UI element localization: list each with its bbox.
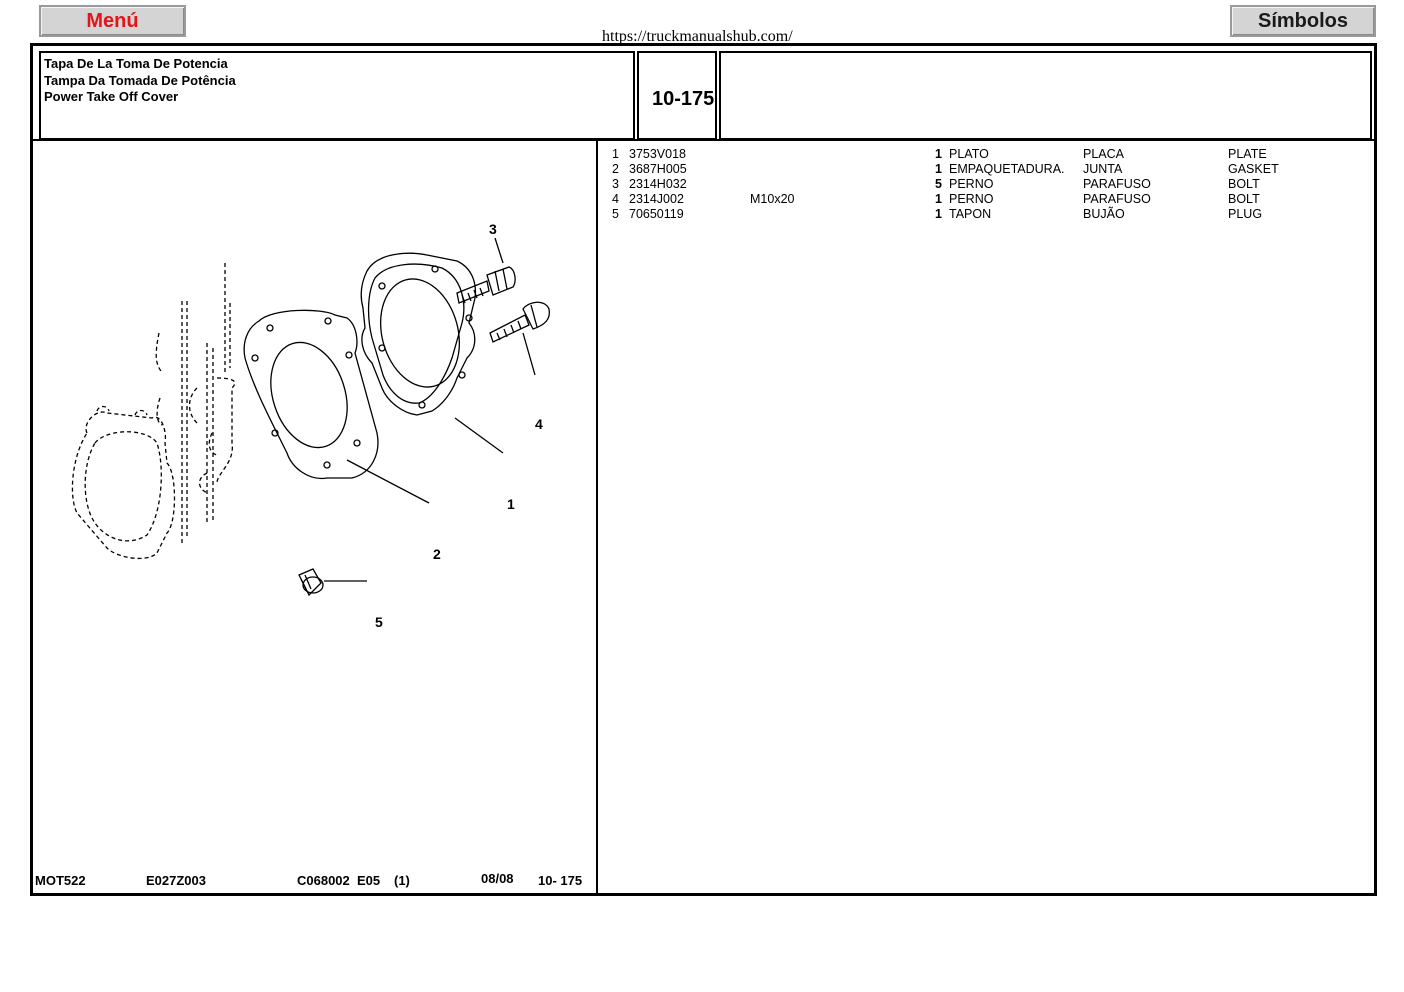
bolt-4-drawing	[489, 301, 551, 343]
part-number: 70650119	[629, 207, 684, 221]
desc-spanish: PLATO	[949, 147, 989, 161]
callout-2: 2	[433, 546, 441, 562]
quantity: 1	[935, 147, 942, 161]
plate-drawing	[360, 252, 477, 416]
page-number-box: 10-175	[637, 51, 717, 140]
callout-1: 1	[507, 496, 515, 512]
engine-housing-drawing	[71, 263, 236, 560]
desc-portuguese: PARAFUSO	[1083, 177, 1151, 191]
menu-button[interactable]: Menú	[39, 5, 186, 37]
quantity: 1	[935, 162, 942, 176]
table-row: 1 3753V018 1 PLATO PLACA PLATE	[612, 147, 1372, 162]
quantity: 1	[935, 207, 942, 221]
callout-5: 5	[375, 614, 383, 630]
header-blank-box	[719, 51, 1372, 140]
part-spec: M10x20	[750, 192, 795, 206]
page-number: 10-175	[652, 88, 715, 110]
title-english: Power Take Off Cover	[44, 89, 179, 104]
table-row: 5 70650119 1 TAPON BUJÃO PLUG	[612, 207, 1372, 222]
table-row: 4 2314J002 M10x20 1 PERNO PARAFUSO BOLT	[612, 192, 1372, 207]
desc-english: PLATE	[1228, 147, 1267, 161]
part-number: 3687H005	[629, 162, 687, 176]
catalog-code-3: (1)	[394, 873, 410, 888]
item-number: 1	[612, 147, 619, 161]
symbols-button[interactable]: Símbolos	[1230, 5, 1376, 37]
gasket-drawing	[243, 309, 379, 480]
item-number: 2	[612, 162, 619, 176]
catalog-code-2: C068002 E05	[297, 873, 381, 888]
exploded-parts-diagram: 3 4 1 2 5	[71, 221, 551, 630]
parts-list: 1 3753V018 1 PLATO PLACA PLATE 2 3687H00…	[612, 147, 1372, 222]
desc-english: BOLT	[1228, 192, 1260, 206]
desc-spanish: TAPON	[949, 207, 992, 221]
column-divider	[596, 139, 598, 893]
table-row: 2 3687H005 1 EMPAQUETADURA. JUNTA GASKET	[612, 162, 1372, 177]
header-divider	[33, 139, 1374, 141]
bolt-3-drawing	[456, 266, 516, 304]
callout-4: 4	[535, 416, 543, 432]
quantity: 1	[935, 192, 942, 206]
title-portuguese: Tampa Da Tomada De Potência	[44, 72, 236, 88]
footer-page: 10- 175	[538, 873, 583, 888]
desc-portuguese: PARAFUSO	[1083, 192, 1151, 206]
model-code: MOT522	[35, 873, 86, 888]
desc-spanish: PERNO	[949, 177, 994, 191]
item-number: 3	[612, 177, 619, 191]
source-url: https://truckmanualshub.com/	[602, 28, 793, 45]
quantity: 5	[935, 177, 942, 191]
title-spanish: Tapa De La Toma De Potencia	[44, 56, 228, 71]
part-number: 3753V018	[629, 147, 687, 161]
revision-date: 08/08	[481, 871, 514, 886]
item-number: 4	[612, 192, 619, 206]
desc-english: GASKET	[1228, 162, 1279, 176]
desc-portuguese: JUNTA	[1083, 162, 1123, 176]
desc-portuguese: PLACA	[1083, 147, 1124, 161]
desc-english: BOLT	[1228, 177, 1260, 191]
part-number: 2314J002	[629, 192, 684, 206]
parts-sheet: Tapa De La Toma De Potencia Tampa Da Tom…	[30, 43, 1377, 896]
table-row: 3 2314H032 5 PERNO PARAFUSO BOLT	[612, 177, 1372, 192]
desc-english: PLUG	[1228, 207, 1263, 221]
desc-spanish: EMPAQUETADURA.	[949, 162, 1065, 176]
catalog-code-1: E027Z003	[146, 873, 206, 888]
desc-portuguese: BUJÃO	[1083, 207, 1125, 221]
callout-3: 3	[489, 221, 497, 237]
plug-drawing	[298, 568, 324, 597]
item-number: 5	[612, 207, 619, 221]
title-box: Tapa De La Toma De Potencia Tampa Da Tom…	[39, 51, 635, 140]
part-number: 2314H032	[629, 177, 687, 191]
desc-spanish: PERNO	[949, 192, 994, 206]
leader-lines	[324, 237, 536, 582]
